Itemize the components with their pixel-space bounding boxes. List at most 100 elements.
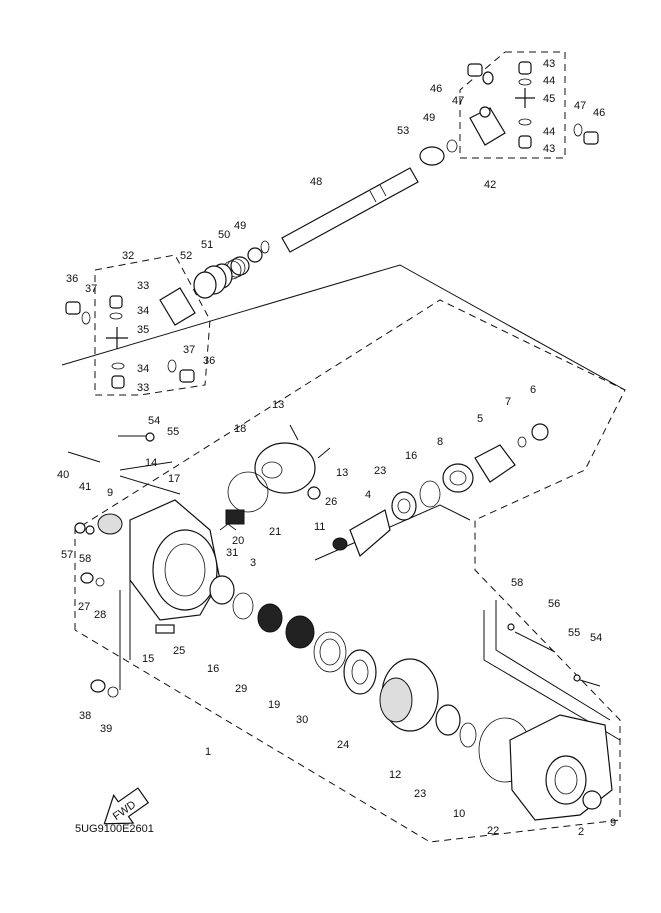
part-label-49: 49 xyxy=(423,112,435,124)
part-label-13: 13 xyxy=(272,399,284,411)
part-label-56: 56 xyxy=(548,598,560,610)
part-label-10: 10 xyxy=(453,808,465,820)
part-label-49b: 49 xyxy=(234,220,246,232)
part-label-58b: 58 xyxy=(511,577,523,589)
part-label-22: 22 xyxy=(487,825,499,837)
part-label-42: 42 xyxy=(484,179,496,191)
part-label-43: 43 xyxy=(543,58,555,70)
circlip xyxy=(482,71,494,85)
forward-arrow-icon: FWD xyxy=(103,787,150,825)
part-label-13b: 13 xyxy=(336,467,348,479)
part-label-7: 7 xyxy=(505,396,511,408)
circlip xyxy=(111,362,125,370)
part-label-31: 31 xyxy=(226,547,238,559)
bolt xyxy=(155,624,175,634)
case-assembly-outline xyxy=(74,299,626,843)
shaft-collar xyxy=(419,146,445,166)
part-label-6: 6 xyxy=(530,384,536,396)
part-label-39: 39 xyxy=(100,723,112,735)
bearing-cup xyxy=(467,63,483,77)
washer xyxy=(107,686,119,698)
part-label-20: 20 xyxy=(232,535,244,547)
circlip xyxy=(232,592,254,620)
bearing-cup xyxy=(111,375,125,389)
washer xyxy=(573,674,581,682)
shim xyxy=(313,631,347,673)
gear-case-bore xyxy=(545,755,587,805)
gear-train xyxy=(209,423,549,783)
part-label-24: 24 xyxy=(337,739,349,751)
universal-joint-42 xyxy=(467,61,599,149)
diagram-code: 5UG9100E2601 xyxy=(75,823,154,835)
part-label-46b: 46 xyxy=(593,107,605,119)
washer xyxy=(247,247,263,263)
gear-housing-cover xyxy=(254,442,316,494)
needle-bearing xyxy=(257,603,283,633)
circlip xyxy=(573,123,583,137)
part-label-58: 58 xyxy=(79,553,91,565)
leader-line xyxy=(495,600,611,721)
part-label-57: 57 xyxy=(61,549,73,561)
yoke-hole xyxy=(479,106,491,118)
part-label-11: 11 xyxy=(314,521,325,533)
part-label-19: 19 xyxy=(268,699,280,711)
rubber-boot xyxy=(193,263,233,299)
bearing xyxy=(435,704,461,736)
part-label-40: 40 xyxy=(57,469,69,481)
part-label-9b: 9 xyxy=(610,817,616,829)
part-label-54b: 54 xyxy=(590,632,602,644)
bearing-cup xyxy=(179,369,195,383)
part-label-15: 15 xyxy=(142,653,154,665)
part-label-44b: 44 xyxy=(543,126,555,138)
part-label-50: 50 xyxy=(218,229,230,241)
bearing-cup xyxy=(109,295,123,309)
part-label-47b: 47 xyxy=(574,100,586,112)
part-label-23b: 23 xyxy=(414,788,426,800)
part-label-47: 47 xyxy=(452,95,464,107)
clip xyxy=(219,523,237,531)
part-label-1: 1 xyxy=(205,746,211,758)
part-label-17: 17 xyxy=(168,473,180,485)
yoke-assembly-outline xyxy=(61,264,626,391)
part-label-14: 14 xyxy=(145,457,157,469)
part-label-55: 55 xyxy=(167,426,179,438)
part-label-29: 29 xyxy=(235,683,247,695)
part-label-55b: 55 xyxy=(568,627,580,639)
drive-shaft xyxy=(281,167,419,253)
bolt xyxy=(289,424,299,441)
circlip xyxy=(167,359,177,373)
part-label-35: 35 xyxy=(137,324,149,336)
bearing-cup xyxy=(65,301,81,315)
oil-seal xyxy=(97,513,123,535)
bearing-cup xyxy=(583,131,599,145)
coil-spring xyxy=(225,509,245,525)
coupling-gear xyxy=(474,444,516,483)
part-label-37b: 37 xyxy=(183,344,195,356)
yoke xyxy=(159,287,196,326)
part-label-36b: 36 xyxy=(203,355,215,367)
pipe xyxy=(119,475,181,495)
breather-hose xyxy=(67,451,101,463)
part-label-41: 41 xyxy=(79,481,91,493)
part-label-25: 25 xyxy=(173,645,185,657)
part-label-51: 51 xyxy=(201,239,213,251)
o-ring xyxy=(227,471,269,513)
washer xyxy=(517,436,527,448)
circlip xyxy=(81,311,91,325)
front-case xyxy=(67,432,221,698)
part-label-12: 12 xyxy=(389,769,401,781)
bolt xyxy=(317,447,331,459)
part-label-16: 16 xyxy=(405,450,417,462)
part-label-54: 54 xyxy=(148,415,160,427)
lower-bracket-outline xyxy=(314,504,471,561)
oil-seal xyxy=(209,575,235,605)
part-label-5: 5 xyxy=(477,413,483,425)
needle-bearing xyxy=(285,615,315,649)
part-label-16b: 16 xyxy=(207,663,219,675)
assembly-outlines xyxy=(61,51,626,843)
part-label-48: 48 xyxy=(310,176,322,188)
oil-seal xyxy=(442,463,474,493)
bearing-cup xyxy=(518,61,532,75)
part-label-53: 53 xyxy=(397,125,409,137)
group-32-outline xyxy=(94,254,211,396)
